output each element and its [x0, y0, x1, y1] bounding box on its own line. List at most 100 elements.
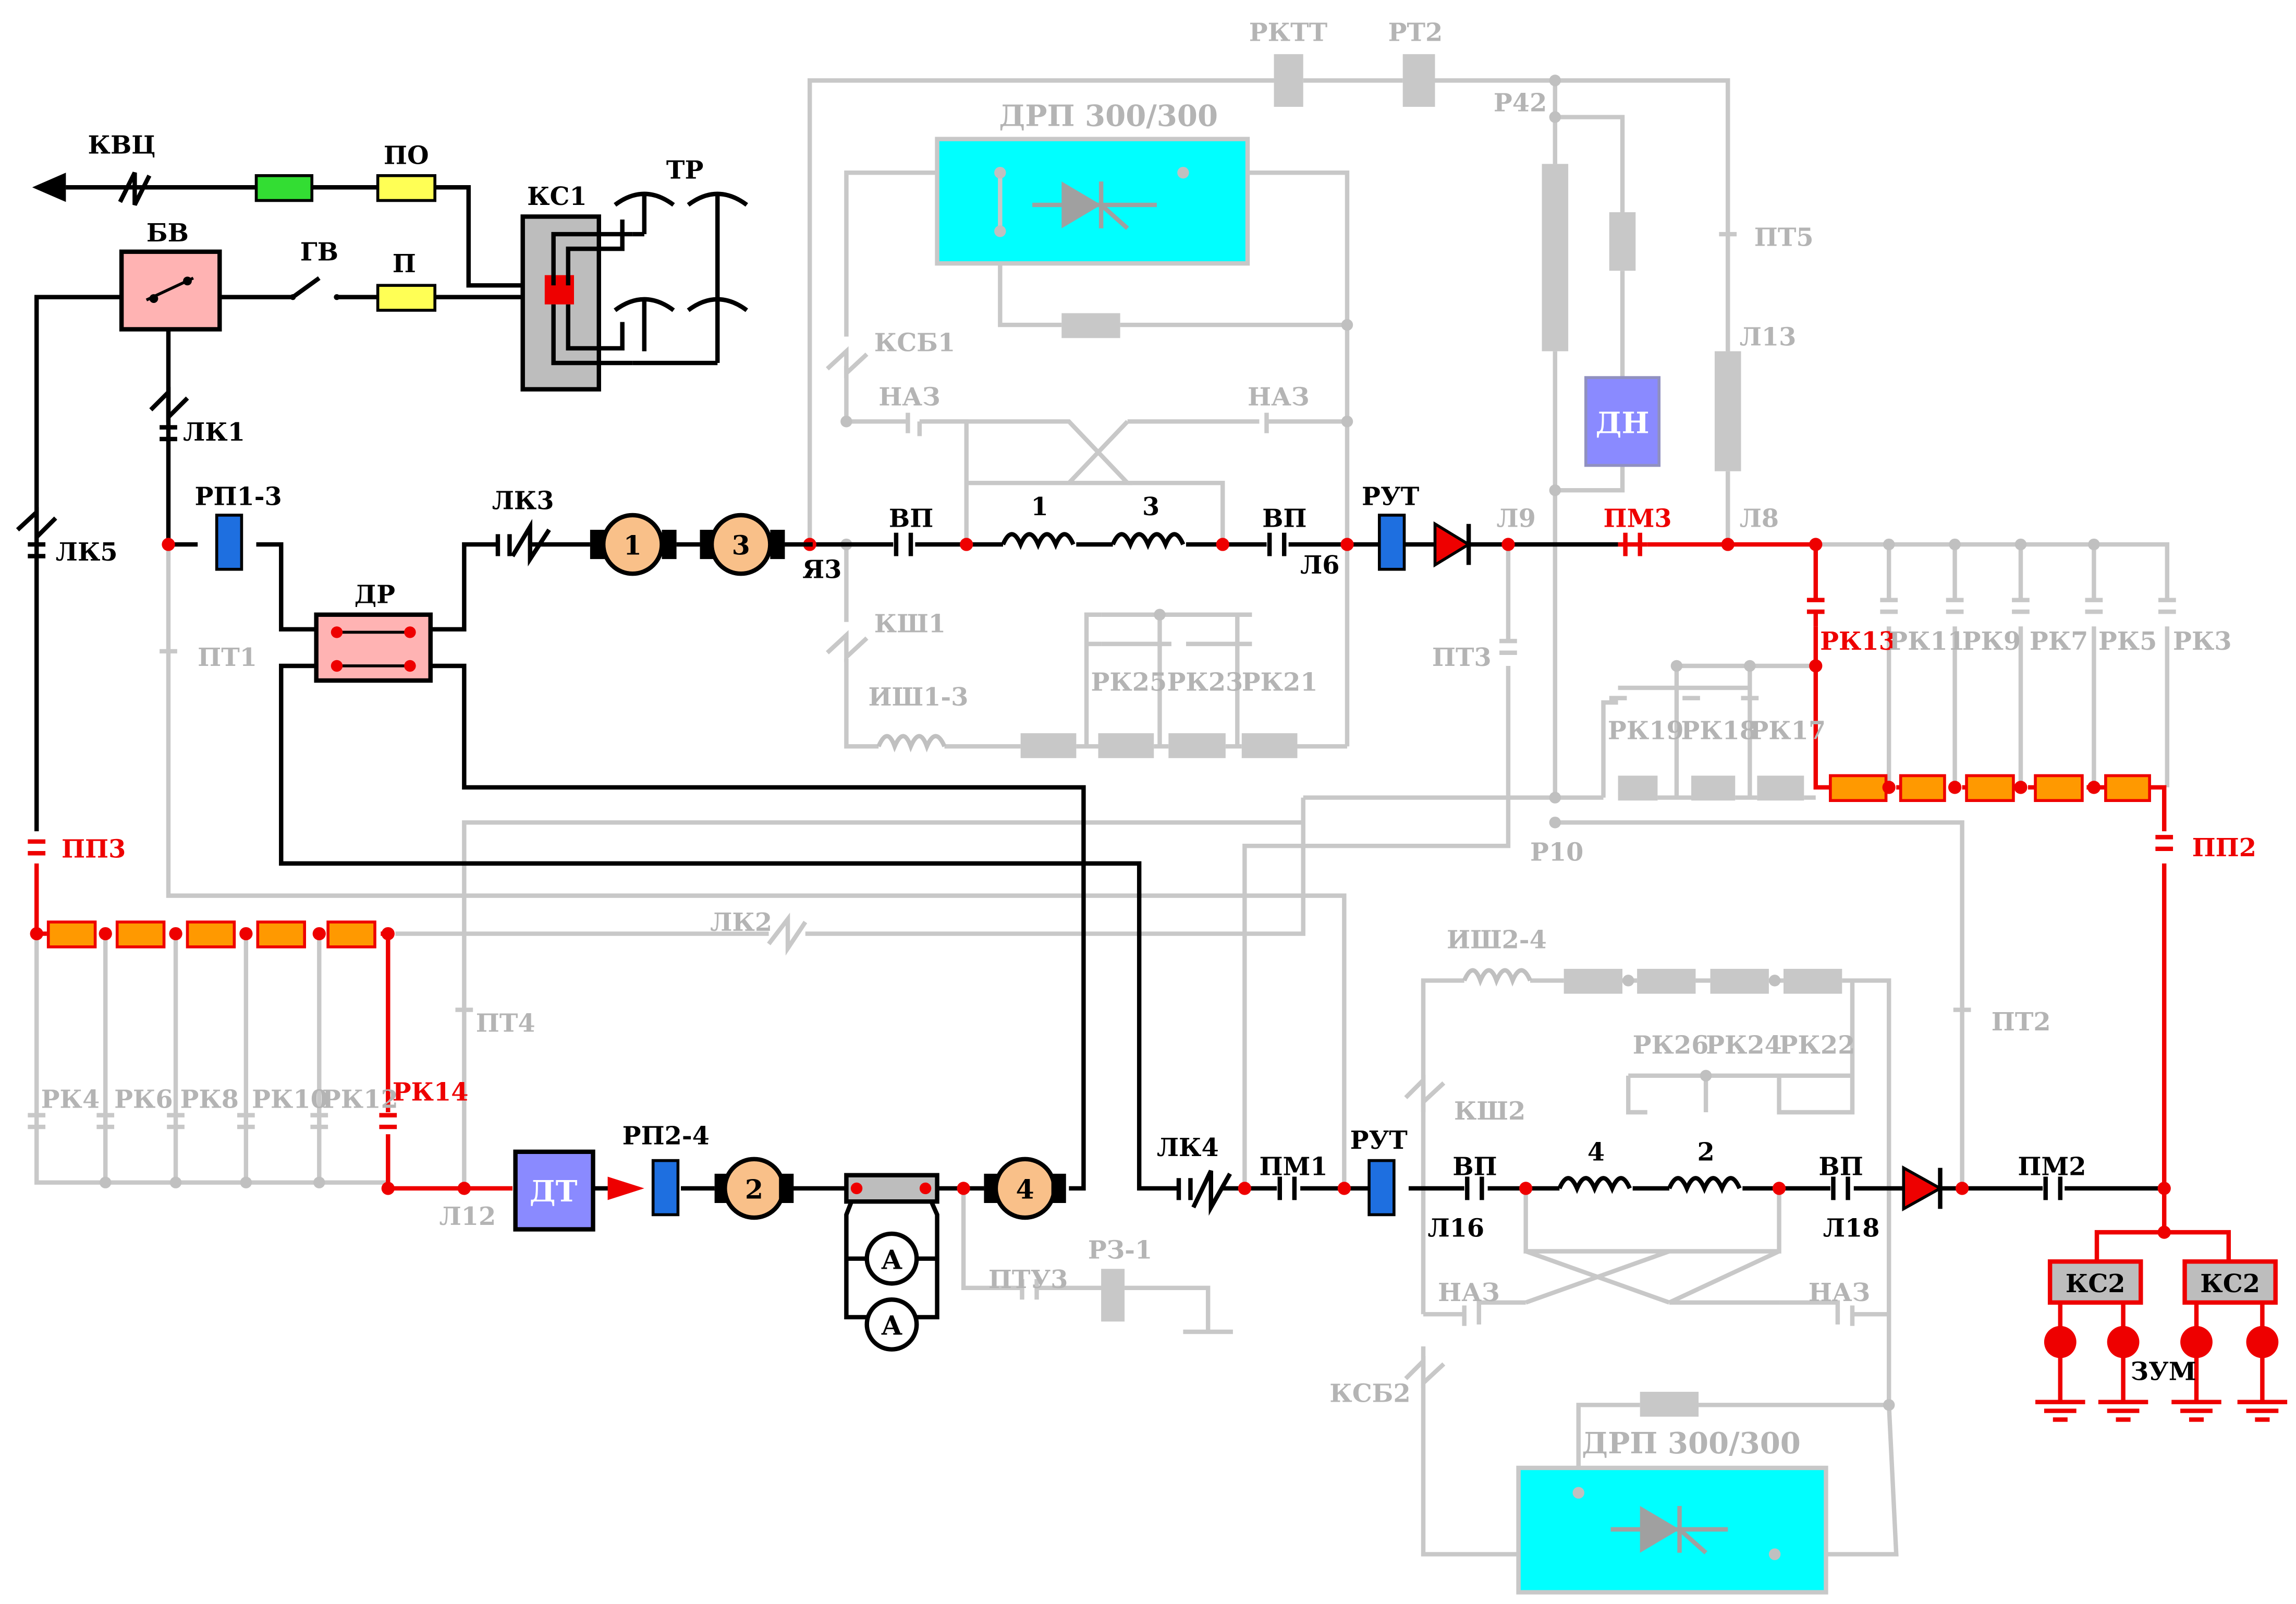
l13-label: Л13 [1740, 322, 1797, 351]
rk5-label: РК5 [2098, 627, 2157, 656]
rk12-label: РК12 [322, 1085, 398, 1114]
vp-bottom-left-label: ВП [1452, 1152, 1497, 1182]
pm1-label: ПМ1 [1259, 1152, 1327, 1182]
naz-tr-label: НАЗ [1248, 382, 1309, 411]
bv-breaker: БВ [119, 218, 222, 332]
rut-top-relay [1377, 514, 1406, 571]
rk13-contact [1806, 598, 1825, 627]
rk21a-resistor [1168, 733, 1226, 758]
pp3-contact [28, 839, 46, 856]
po-fuse [376, 174, 436, 202]
rk14-label: РК14 [393, 1078, 469, 1107]
l13-resistor [1714, 351, 1741, 471]
vp-top-left-contact [894, 532, 913, 556]
r42-label: Р42 [1494, 88, 1547, 117]
inactive-junctions [99, 75, 2100, 1411]
winding-3-label: 3 [1142, 492, 1159, 521]
rk6-label: РК6 [114, 1085, 173, 1114]
lk3-contact [495, 519, 551, 567]
winding-4-2 [1557, 1176, 1742, 1194]
rz1-resistor [1101, 1269, 1125, 1322]
naz-tl-label: НАЗ [878, 382, 940, 411]
ground-terminals [2044, 1326, 2279, 1358]
dt-arrow [607, 1176, 644, 1200]
rk25-resistor [1020, 733, 1077, 758]
rk19-label: РК19 [1608, 716, 1684, 745]
ks1-block: КС1 [520, 182, 601, 392]
rk4-label: РК4 [41, 1085, 100, 1114]
rktt-resistor [1274, 54, 1303, 107]
pt1-label: ПТ1 [198, 643, 257, 672]
pp2-contact [2155, 835, 2173, 852]
motor-1: 1 [590, 513, 677, 576]
dn-shunt [1584, 376, 1661, 467]
rk25-label: РК25 [1091, 668, 1167, 697]
vp-top-right-contact [1267, 532, 1287, 556]
rk17-label: РК17 [1750, 716, 1826, 745]
indicator-lamp [254, 174, 314, 202]
ksb2-label: КСБ2 [1329, 1379, 1410, 1408]
vp-bottom-left-contact [1465, 1176, 1484, 1200]
rk23-resistor [1098, 733, 1154, 758]
inactive-contacts [160, 232, 1971, 1388]
motor-4-label: 4 [1016, 1174, 1034, 1205]
ksb1-label: КСБ1 [874, 329, 955, 358]
rp13-relay [215, 514, 243, 571]
rp24-relay [651, 1159, 680, 1217]
ksh2-label: КШ2 [1454, 1097, 1525, 1126]
ks1-label: КС1 [527, 182, 587, 211]
kvts-switch: КВЦ [32, 131, 257, 206]
drp-bottom-label: ДРП 300/300 [1582, 1426, 1801, 1461]
rk9-label: РК9 [1962, 627, 2021, 656]
pm3-label: ПМ3 [1603, 504, 1671, 533]
l18-label: Л18 [1823, 1214, 1880, 1243]
motor-2-label: 2 [745, 1174, 763, 1205]
dr-label: ДР [355, 580, 395, 609]
highlighted-resistors [46, 774, 2151, 949]
ks2-left-block: КС2 [2047, 1259, 2143, 1305]
motor-3: 3 [676, 513, 813, 576]
rk13-label: РК13 [1820, 627, 1896, 656]
lk4-label: ЛК4 [1157, 1133, 1219, 1162]
pt5-label: ПТ5 [1754, 223, 1814, 252]
ground-symbols [2035, 1400, 2288, 1422]
lk2-label: ЛК2 [710, 908, 772, 937]
rk7-label: РК7 [2030, 627, 2089, 656]
rk24-resistor [1710, 968, 1769, 994]
pt4-label: ПТ4 [476, 1009, 535, 1038]
p-fuse [376, 284, 436, 312]
rk26-resistor-a [1564, 968, 1623, 994]
pt2-label: ПТ2 [1992, 1007, 2051, 1037]
motor-4: 4 [984, 1157, 1066, 1220]
rk18-resistor [1691, 775, 1736, 801]
lk1-contact [149, 386, 189, 442]
ammeter-1: A [864, 1231, 919, 1286]
po-label: ПО [384, 141, 429, 170]
naz-br-label: НАЗ [1809, 1278, 1870, 1307]
winding-1-3 [1001, 532, 1186, 550]
l6-label: Л6 [1300, 551, 1339, 580]
pp3-label: ПП3 [62, 835, 126, 864]
zum-label: ЗУМ [2131, 1357, 2196, 1387]
drp-bottom-resistor [1640, 1392, 1699, 1417]
drp-top-resistor [1061, 313, 1120, 338]
active-junctions [30, 538, 2171, 1239]
l8-label: Л8 [1740, 504, 1779, 533]
drp-top-rectifier: ДРП 300/300 [935, 99, 1250, 266]
l9-label: Л9 [1496, 504, 1535, 533]
rk-bottom-contacts [28, 1113, 328, 1129]
rk22-resistor [1783, 968, 1842, 994]
vp-bottom-right-label: ВП [1818, 1152, 1863, 1182]
drp-bottom-rectifier: ДРП 300/300 [1516, 1426, 1828, 1595]
rk19-resistor [1618, 775, 1658, 801]
lk1-label: ЛК1 [183, 418, 245, 447]
lk5-contact [16, 507, 57, 558]
rk21-label: РК21 [1242, 668, 1318, 697]
inactive-components: ДН [1020, 54, 1842, 1417]
rk8-label: РК8 [180, 1085, 239, 1114]
ks2-left-label: КС2 [2066, 1269, 2126, 1298]
ks2-right-block: КС2 [2182, 1259, 2278, 1305]
motor-2: 2 [714, 1157, 794, 1220]
rk18-label: РК18 [1681, 716, 1757, 745]
rk17-resistor [1757, 775, 1804, 801]
